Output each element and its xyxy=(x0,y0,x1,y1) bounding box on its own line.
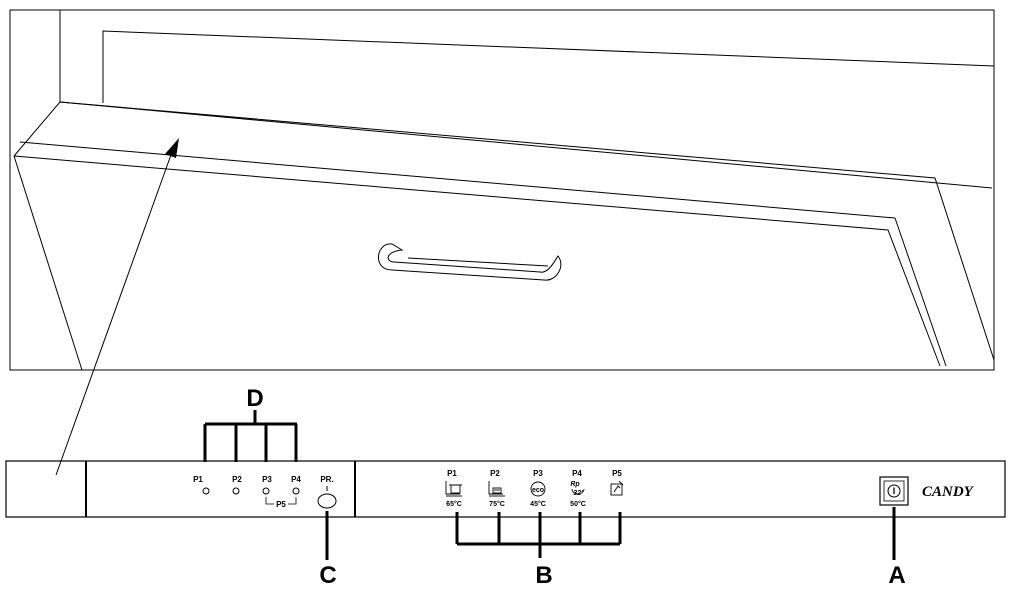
left-led-group: P1 P2 P3 P4 P5 xyxy=(193,475,301,509)
arrow-head-icon xyxy=(165,138,179,158)
program-label-p1: P1 xyxy=(447,469,457,478)
door-handle xyxy=(378,243,562,281)
callout-a: A xyxy=(888,562,905,589)
control-panel xyxy=(5,460,1006,518)
led-label-p4: P4 xyxy=(291,475,301,484)
program-label-p5: P5 xyxy=(612,469,622,478)
door-handle-groove xyxy=(407,257,549,267)
program-temp-p4: 50°C xyxy=(570,500,586,508)
door-bevel-right xyxy=(894,217,947,367)
callout-b: B xyxy=(535,562,552,589)
program-temp-p1: 65°C xyxy=(446,500,462,508)
callout-d: D xyxy=(246,385,263,412)
program-label-p4: P4 xyxy=(572,469,582,478)
rapid-text: Rp xyxy=(570,481,580,488)
led-p1-indicator xyxy=(202,487,210,495)
brand-logo: CANDY xyxy=(922,484,975,500)
led-label-p2: P2 xyxy=(232,475,242,484)
power-button-frame xyxy=(879,476,909,506)
led-label-p1: P1 xyxy=(193,475,203,484)
led-p2-indicator xyxy=(232,487,240,495)
pots-pans-icon xyxy=(445,481,462,497)
panel-outline xyxy=(5,460,1006,518)
led-p3-indicator xyxy=(262,487,270,495)
power-icon xyxy=(887,484,901,498)
door-left-side xyxy=(13,155,83,371)
program-label-p3: P3 xyxy=(533,469,543,478)
rapid-minutes: 32' xyxy=(573,490,583,497)
callout-lines xyxy=(203,410,896,560)
program-temp-p3: 45°C xyxy=(530,500,546,508)
door-top-outline xyxy=(13,101,995,361)
rapid-32-icon: Rp 32' xyxy=(570,481,585,497)
pr-button-label: PR. xyxy=(320,475,333,484)
cabinet-frame xyxy=(9,9,995,371)
rinse-hold-icon xyxy=(610,480,624,496)
eco-icon: eco xyxy=(530,481,546,497)
program-button-group: PR. xyxy=(317,475,337,509)
eco-text: eco xyxy=(532,487,544,494)
power-button[interactable] xyxy=(883,480,905,502)
door-bevel-line xyxy=(19,141,896,219)
p5-group-label: P5 xyxy=(276,500,286,509)
led-label-p3: P3 xyxy=(262,475,272,484)
power-symbol: I xyxy=(893,486,896,496)
cabinet-inner-left-edge xyxy=(59,10,993,189)
callout-c: C xyxy=(319,562,336,589)
program-label-p2: P2 xyxy=(490,469,500,478)
led-p4-indicator xyxy=(292,487,300,495)
heavy-wash-icon xyxy=(488,481,505,497)
pointer-arrow xyxy=(55,138,179,476)
program-indicators: P1 P2 P3 P4 P5 eco Rp 32' xyxy=(445,469,624,508)
program-button[interactable] xyxy=(317,493,337,509)
p5-bracket-left xyxy=(265,497,274,505)
program-temp-p2: 75°C xyxy=(489,500,505,508)
p5-bracket-right xyxy=(288,497,297,505)
door-front-edge xyxy=(13,155,941,367)
cabinet-view xyxy=(9,9,995,371)
power-button-group: I xyxy=(879,476,909,506)
cabinet-back-edge xyxy=(102,30,995,103)
